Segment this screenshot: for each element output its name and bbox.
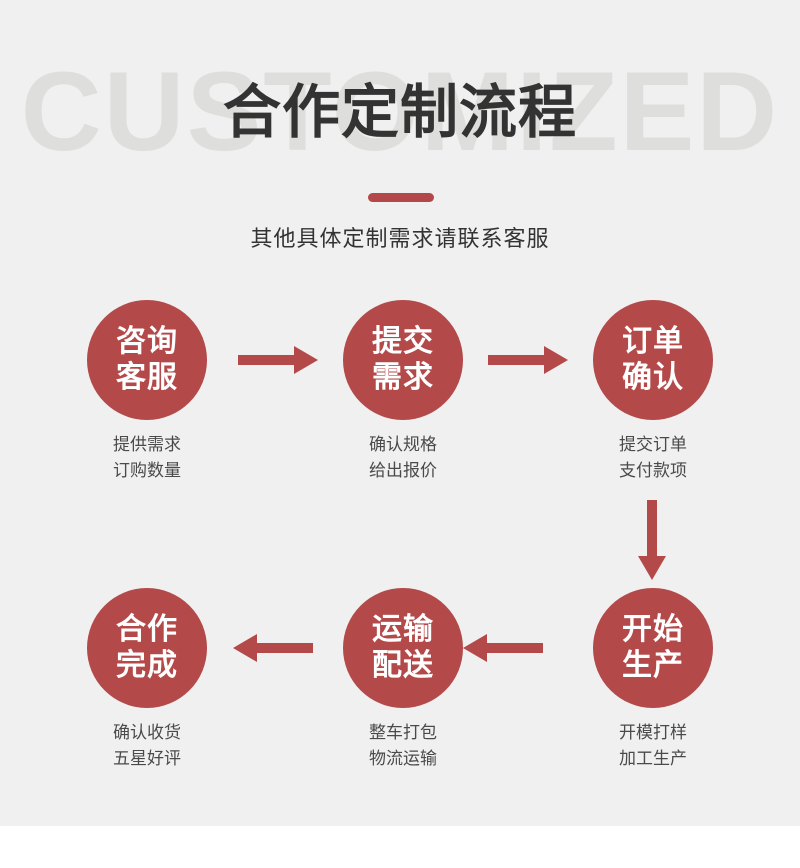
step-circle-label-3a: 订单 (622, 325, 684, 358)
step-caption-1a: 提供需求 (113, 435, 181, 454)
page-title: 合作定制流程 (222, 80, 577, 145)
step-circle-6[interactable]: 合作 完成 (87, 588, 207, 708)
arrow-left-icon (233, 630, 313, 666)
step-caption-1b: 订购数量 (113, 461, 181, 480)
step-circle-label-4a: 开始 (622, 613, 684, 646)
step-caption-3a: 提交订单 (619, 435, 687, 454)
arrow-right-icon (488, 342, 568, 378)
step-circle-label-4b: 生产 (622, 649, 684, 682)
page-subtitle: 其他具体定制需求请联系客服 (250, 226, 550, 251)
step-caption-2b: 给出报价 (369, 461, 437, 480)
step-caption-5b: 物流运输 (369, 749, 437, 768)
step-circle-label-6b: 完成 (116, 649, 178, 682)
step-caption-2a: 确认规格 (369, 435, 437, 454)
watermark-text: CUSTOMIZED (20, 49, 780, 174)
step-circle-label-1a: 咨询 (116, 325, 178, 358)
step-caption-3b: 支付款项 (619, 461, 687, 480)
step-circle-label-5a: 运输 (372, 613, 434, 646)
step-caption-6: 确认收货 五星好评 (47, 720, 247, 772)
step-caption-4b: 加工生产 (619, 749, 687, 768)
step-circle-label-5b: 配送 (372, 649, 434, 682)
step-circle-label-1b: 客服 (116, 361, 178, 394)
step-circle-label-3b: 确认 (622, 361, 684, 394)
step-caption-4: 开模打样 加工生产 (553, 720, 753, 772)
step-circle-4[interactable]: 开始 生产 (593, 588, 713, 708)
step-caption-1: 提供需求 订购数量 (47, 432, 247, 484)
step-circle-label-6a: 合作 (116, 613, 178, 646)
step-caption-6a: 确认收货 (113, 723, 181, 742)
step-circle-label-2b: 需求 (372, 361, 434, 394)
step-circle-1[interactable]: 咨询 客服 (87, 300, 207, 420)
step-caption-6b: 五星好评 (113, 749, 181, 768)
step-caption-4a: 开模打样 (619, 723, 687, 742)
title-divider (368, 193, 434, 202)
step-circle-2[interactable]: 提交 需求 (343, 300, 463, 420)
content-panel: CUSTOMIZED 合作定制流程 其他具体定制需求请联系客服 咨询 客服 提供… (0, 0, 800, 826)
arrow-right-icon (238, 342, 318, 378)
arrow-left-icon (463, 630, 543, 666)
step-circle-5[interactable]: 运输 配送 (343, 588, 463, 708)
step-caption-2: 确认规格 给出报价 (303, 432, 503, 484)
step-caption-5a: 整车打包 (369, 723, 437, 742)
step-circle-label-2a: 提交 (372, 325, 434, 358)
step-caption-5: 整车打包 物流运输 (303, 720, 503, 772)
step-circle-3[interactable]: 订单 确认 (593, 300, 713, 420)
arrow-down-icon (634, 500, 670, 580)
step-caption-3: 提交订单 支付款项 (553, 432, 753, 484)
